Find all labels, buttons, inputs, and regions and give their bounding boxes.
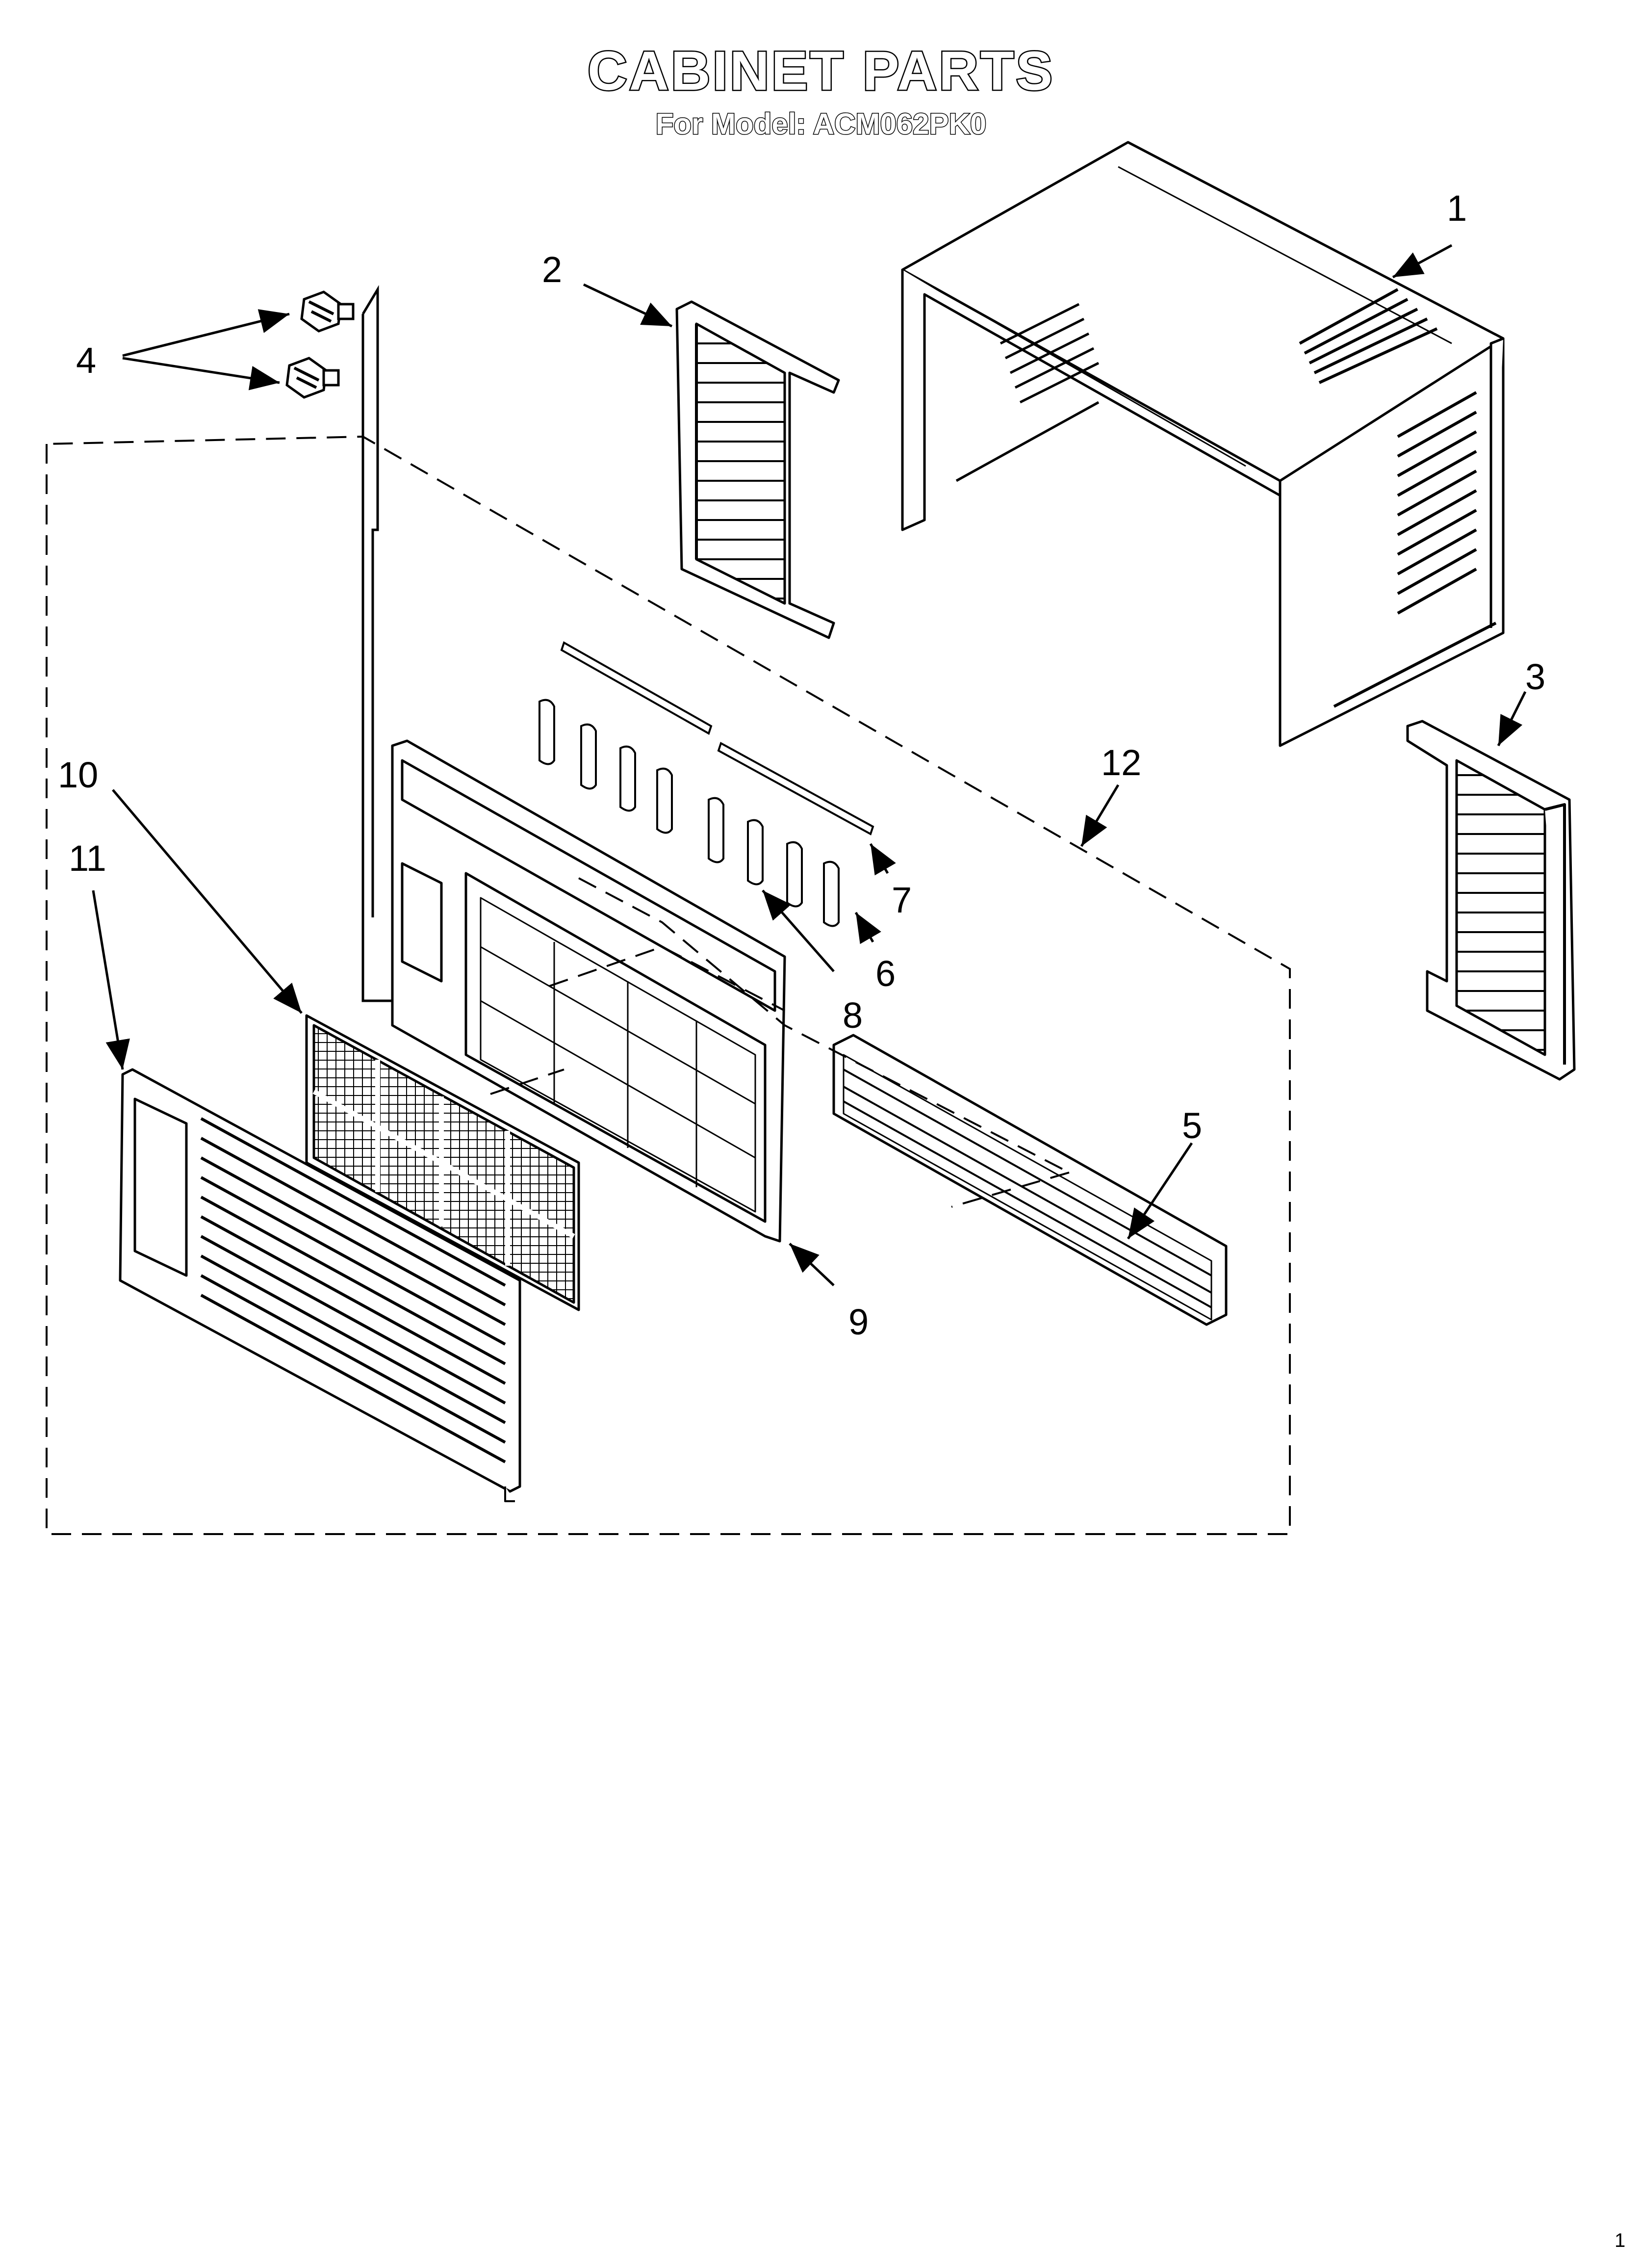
screw-alignment-line-2: [361, 314, 392, 1002]
leader-6: [854, 912, 881, 944]
callout-11: 11: [69, 838, 106, 879]
leader-9: [789, 1243, 835, 1286]
callout-8: 8: [843, 995, 863, 1036]
leader-2: [583, 283, 673, 328]
screw-alignment-line: [361, 285, 379, 917]
page-title: CABINET PARTS: [586, 39, 1055, 103]
part-7-louver-strips: [560, 641, 874, 835]
leader-4a: [122, 309, 290, 357]
part-1-cabinet-wrapper: [901, 141, 1505, 747]
callout-labels: 1 2 3 4 5 6 7 8 9 10 11 12: [58, 188, 1545, 1342]
callout-10: 10: [58, 755, 98, 795]
callout-6: 6: [875, 953, 896, 994]
page-number: 1: [1615, 2230, 1626, 2251]
part-11-front-grille: [119, 1068, 521, 1502]
part-10-air-filter: [305, 1014, 580, 1311]
part-6-8-louver-blades: [539, 699, 840, 927]
leader-arrows: [92, 244, 1527, 1286]
leader-3: [1497, 691, 1527, 747]
callout-7: 7: [892, 880, 912, 920]
callout-4: 4: [76, 340, 96, 381]
callout-1: 1: [1447, 188, 1467, 229]
part-9-front-frame: [391, 739, 786, 1243]
callout-2: 2: [542, 249, 562, 290]
leader-12: [1080, 784, 1120, 847]
callout-3: 3: [1525, 656, 1545, 697]
model-subtitle: For Model: ACM062PK0: [655, 107, 987, 141]
callout-12: 12: [1101, 742, 1141, 783]
callout-9: 9: [848, 1302, 869, 1342]
part-5-air-outlet: [832, 1034, 1228, 1326]
part-4-screws: [285, 290, 355, 399]
leader-7: [869, 843, 896, 876]
leader-8: [762, 889, 835, 972]
callout-5: 5: [1182, 1105, 1202, 1146]
part-3-side-curtain: [1406, 720, 1576, 1081]
alignment-lines: [490, 877, 1070, 1208]
assembly-group-boundary: [46, 435, 1291, 1535]
leader-11: [92, 890, 130, 1070]
leader-5: [1127, 1142, 1193, 1240]
leader-10: [112, 789, 303, 1014]
leader-4b: [122, 357, 280, 391]
leader-1: [1392, 244, 1453, 279]
part-2-side-curtain: [675, 300, 840, 639]
